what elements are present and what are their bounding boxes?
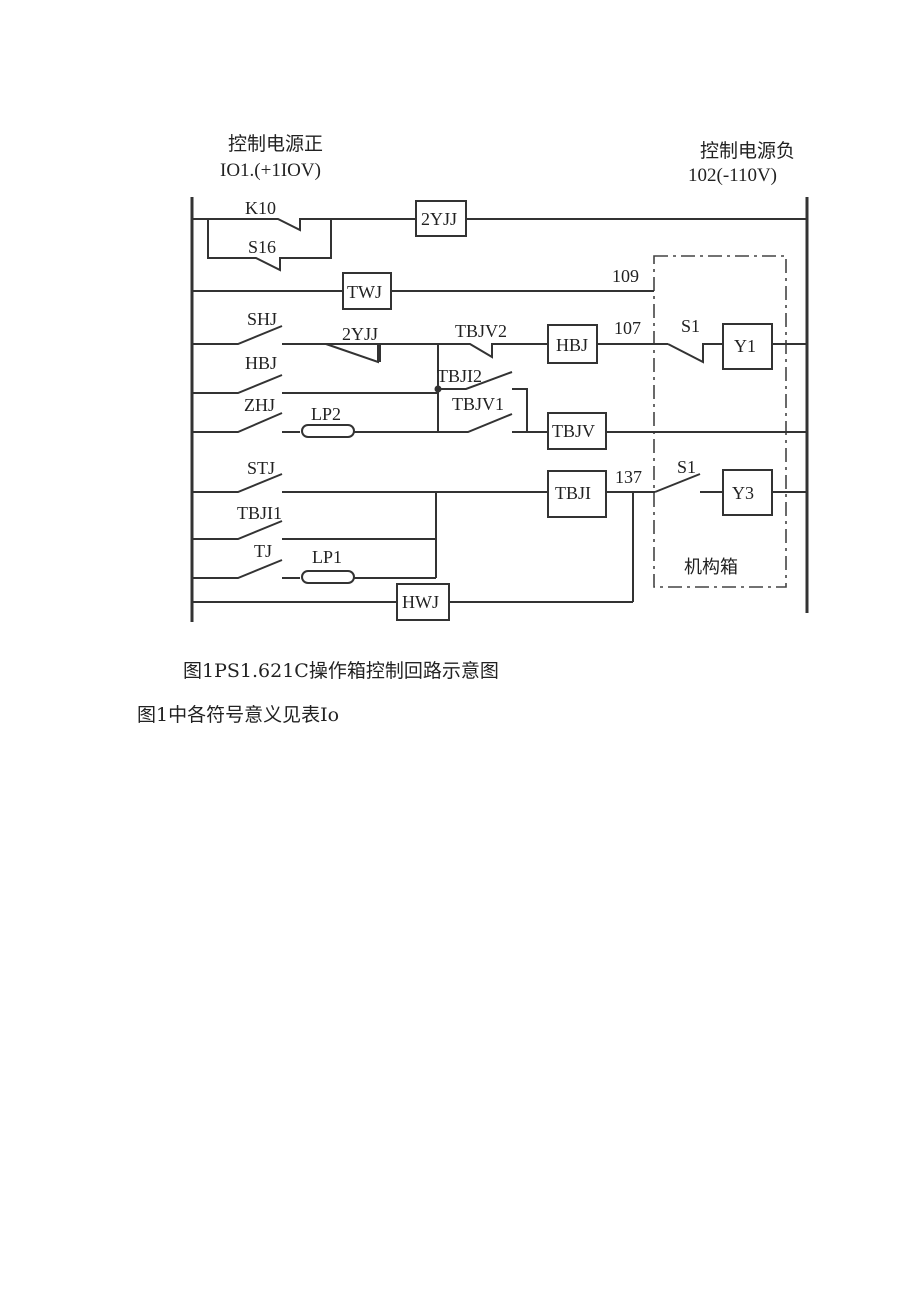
contact-tbjv2-label: TBJV2 [455,321,507,341]
contact-s16-label: S16 [248,237,276,257]
contact-shj-label: SHJ [247,309,277,329]
node-137-label: 137 [615,467,642,487]
row-hbj-contact: HBJ TBJI2 [192,353,528,432]
negative-supply-value: 102(-110V) [688,165,777,186]
contact-zhj-label: ZHJ [244,395,275,415]
relay-twj-label: TWJ [347,282,382,302]
mechanism-box-label: 机构箱 [684,557,738,577]
row-k10-s16: K10 S16 2YJJ [192,198,807,272]
figure-note: 图1中各符号意义见表Io [137,704,340,726]
row-hwj: HWJ [192,492,634,621]
mechanism-box [653,255,787,588]
contact-k10-label: K10 [245,198,276,218]
positive-supply-value: IO1.(+1IOV) [220,160,321,181]
plate-lp2 [301,424,355,438]
negative-supply-title: 控制电源负 [700,140,795,162]
row-stj-trip: STJ TBJI 137 S1 Y3 [192,457,807,518]
control-circuit-diagram: 控制电源正 IO1.(+1IOV) 控制电源负 102(-110V) 机构箱 K… [190,133,809,622]
relay-twj-box [342,272,392,310]
relay-2yjj-box [415,200,467,237]
coil-y3-box [722,469,773,516]
contact-tbji1-label: TBJI1 [237,503,282,523]
relay-hbj-label: HBJ [556,335,588,355]
switch-s1-bottom-label: S1 [677,457,696,477]
contact-2yjj-label: 2YJJ [342,324,378,344]
relay-hbj-box [547,324,598,364]
figure-caption: 图1PS1.621C操作箱控制回路示意图 [183,660,499,682]
contact-stj-label: STJ [247,458,275,478]
plate-lp2-label: LP2 [311,404,341,424]
plate-lp1-label: LP1 [312,547,342,567]
positive-supply-title: 控制电源正 [228,133,323,155]
contact-hbj-label: HBJ [245,353,277,373]
switch-s1-top-label: S1 [681,316,700,336]
plate-lp1 [301,570,355,584]
relay-hwj-label: HWJ [402,592,439,612]
contact-tbjv1-label: TBJV1 [452,394,504,414]
relay-2yjj-label: 2YJJ [421,209,457,229]
row-tj: TJ LP1 [192,541,436,584]
row-twj: TWJ 109 [192,266,654,310]
coil-y1-label: Y1 [734,336,756,356]
node-107-label: 107 [614,318,641,338]
coil-y3-label: Y3 [732,483,754,503]
row-tbji1: TBJI1 [192,503,436,540]
relay-tbjv-box [547,412,607,450]
contact-tbji2-label: TBJI2 [437,366,482,386]
row-shj-close: SHJ 2YJJ TBJV2 HBJ 107 S1 Y1 [192,309,807,370]
relay-tbji-box [547,470,607,518]
contact-tj-label: TJ [254,541,272,561]
node-109-label: 109 [612,266,639,286]
relay-tbji-label: TBJI [555,483,591,503]
relay-tbjv-label: TBJV [552,421,595,441]
relay-hwj-box [396,583,450,621]
row-zhj: ZHJ LP2 TBJV1 TBJV [192,394,807,450]
coil-y1-box [722,323,773,370]
